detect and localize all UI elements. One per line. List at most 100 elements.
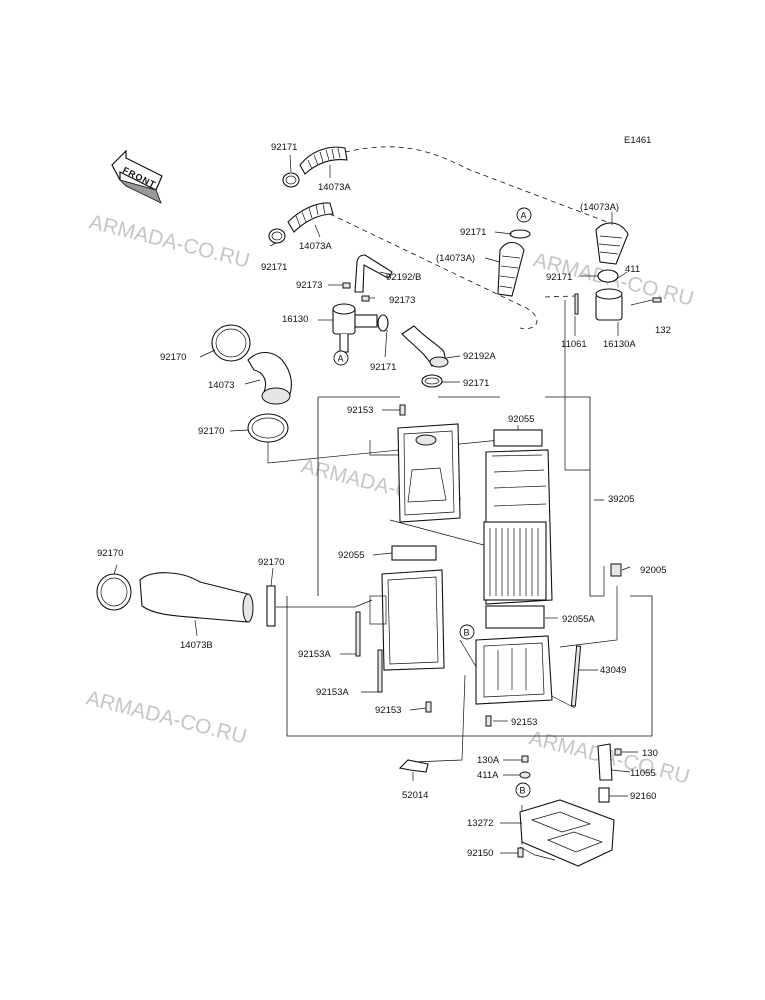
pin-11061 — [574, 293, 579, 315]
label-52014: 52014 — [402, 790, 428, 801]
label-92153-c: 92153 — [511, 717, 537, 728]
hose-92192b — [354, 254, 393, 293]
bolt-132 — [652, 297, 662, 303]
label-411: 411 — [625, 264, 640, 275]
bolt-92153a-a — [355, 611, 361, 657]
label-411a: 411A — [477, 770, 499, 781]
label-11055: 11055 — [630, 768, 656, 779]
filter-element-39205 — [483, 449, 553, 605]
label-16130: 16130 — [282, 314, 308, 325]
label-14073b: 14073B — [180, 640, 213, 651]
label-43049: 43049 — [600, 665, 626, 676]
label-92173-b: 92173 — [389, 295, 415, 306]
clamp-92171-f — [597, 269, 619, 283]
airbox-upper — [397, 423, 461, 523]
label-92160: 92160 — [630, 791, 656, 802]
valve-16130 — [332, 303, 389, 353]
label-92170-a: 92170 — [160, 352, 186, 363]
elbow-14073 — [247, 351, 292, 405]
clamp-92170-b — [247, 413, 289, 443]
label-92192a: 92192A — [463, 351, 496, 362]
label-92153a-b: 92153A — [316, 687, 349, 698]
label-130: 130 — [642, 748, 658, 759]
label-92171-f: 92171 — [546, 272, 572, 283]
fitting-52014 — [398, 759, 429, 773]
label-92171-left: 92171 — [261, 262, 287, 273]
hose-14073a-top — [299, 146, 348, 175]
gasket-92055-top — [493, 429, 543, 447]
label-92192b: 92192/B — [386, 272, 421, 283]
bolt-92153-top — [399, 404, 406, 416]
diagram-code: E1461 — [624, 135, 651, 146]
label-92171-d: 92171 — [463, 378, 489, 389]
label-14073a-mid: 14073A — [299, 241, 332, 252]
svg-text:A: A — [521, 211, 527, 221]
callout-b-1: B — [459, 624, 475, 640]
label-13272: 13272 — [467, 818, 493, 829]
clamp-92171-e — [509, 229, 531, 239]
airbox-lower-left — [369, 569, 445, 671]
bolt-92153-b — [425, 701, 432, 713]
watermark-4: ARMADA-CO.RU — [84, 687, 249, 749]
clamp-92170-c — [96, 573, 132, 611]
label-14073: 14073 — [208, 380, 234, 391]
clamp-92171-d — [421, 374, 443, 388]
label-92171-top: 92171 — [271, 142, 297, 153]
plug-92005 — [610, 563, 622, 577]
label-92171-e: 92171 — [460, 227, 486, 238]
washer-411a — [519, 771, 531, 779]
label-130a: 130A — [477, 755, 500, 766]
duct-14073b — [139, 572, 254, 623]
label-11061: 11061 — [561, 339, 587, 350]
watermark-1: ARMADA-CO.RU — [87, 211, 252, 273]
label-92170-b: 92170 — [198, 426, 224, 437]
svg-text:A: A — [338, 354, 344, 364]
label-92150: 92150 — [467, 848, 493, 859]
airbox-lower-tray — [475, 635, 553, 705]
bolt-130a — [521, 755, 529, 763]
callout-b-2: B — [515, 782, 531, 798]
spacer-92160 — [598, 787, 610, 803]
label-14073a-p2: (14073A) — [436, 253, 475, 264]
gasket-92055a — [485, 605, 545, 629]
elbow-92192a — [401, 325, 449, 368]
svg-text:B: B — [464, 628, 470, 638]
gasket-92055-mid — [391, 545, 437, 561]
label-92005: 92005 — [640, 565, 666, 576]
hose-14073a-right — [595, 222, 629, 265]
label-92173-a: 92173 — [296, 280, 322, 291]
label-92055-top: 92055 — [508, 414, 534, 425]
label-92055a: 92055A — [562, 614, 595, 625]
label-92171-c: 92171 — [370, 362, 396, 373]
label-92170-c: 92170 — [97, 548, 123, 559]
label-92170-d: 92170 — [258, 557, 284, 568]
clamp-92173-a — [342, 282, 351, 289]
bolt-92153-c — [485, 715, 492, 727]
callout-a-1: A — [516, 207, 532, 223]
clamp-92173-b — [361, 295, 370, 302]
front-arrow-icon: FRONT — [111, 149, 163, 204]
plate-13272 — [519, 799, 615, 867]
svg-text:B: B — [520, 786, 526, 796]
gasket-92170-d — [266, 585, 276, 627]
clamp-92170-a — [211, 324, 251, 362]
bolt-92153a-b — [377, 649, 383, 693]
label-92055-mid: 92055 — [338, 550, 364, 561]
clamp-92171-left — [268, 228, 286, 244]
label-92153a-a: 92153A — [298, 649, 331, 660]
rod-43049 — [570, 645, 582, 707]
bolt-92150 — [517, 847, 524, 858]
label-92153-b: 92153 — [375, 705, 401, 716]
label-14073a-top: 14073A — [318, 182, 351, 193]
label-16130a: 16130A — [603, 339, 636, 350]
valve-16130a — [595, 288, 623, 321]
label-39205: 39205 — [608, 494, 634, 505]
bolt-130 — [614, 748, 622, 756]
hose-14073a-mid — [287, 202, 334, 233]
callout-a-2: A — [333, 350, 349, 366]
label-132: 132 — [655, 325, 671, 336]
label-92153-top: 92153 — [347, 405, 373, 416]
hose-14073a-mid2 — [497, 241, 525, 297]
bracket-11055 — [597, 743, 613, 781]
